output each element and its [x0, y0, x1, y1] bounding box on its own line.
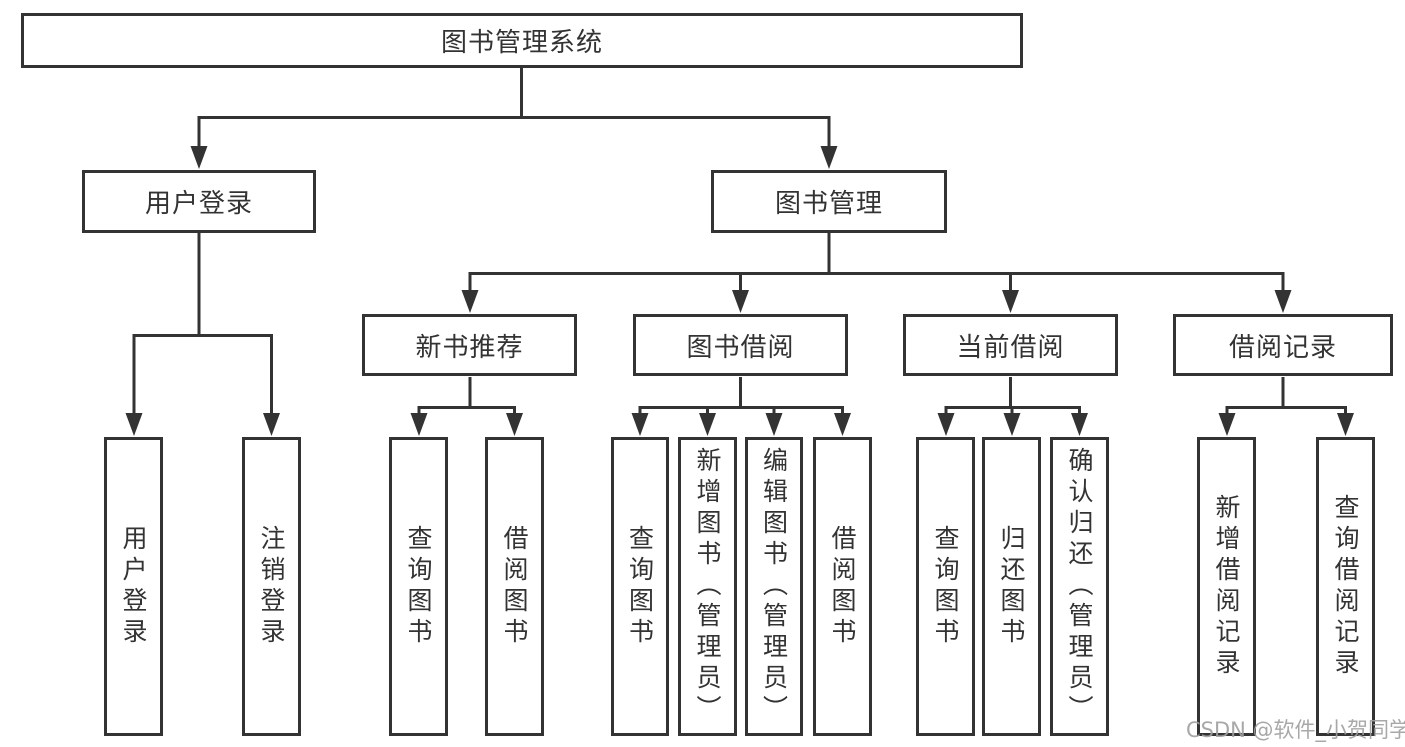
leaf-query-book-1: 查询图书	[389, 437, 448, 736]
arrowhead	[1003, 413, 1021, 436]
leaf-confirm-return-admin-label: 确认归还（管理员）	[1065, 447, 1094, 726]
arrowhead	[834, 413, 851, 436]
arrowhead	[631, 413, 649, 436]
arrowhead	[699, 413, 716, 436]
arrowhead	[410, 413, 428, 436]
arrowhead	[1337, 413, 1354, 436]
node-borrow-records: 借阅记录	[1173, 314, 1393, 376]
leaf-borrow-book-2: 借阅图书	[813, 437, 872, 736]
node-new-book-recommend-label: 新书推荐	[415, 332, 524, 363]
node-current-borrow-label: 当前借阅	[956, 332, 1065, 363]
wire-root-stems	[197, 116, 831, 150]
arrowheads	[125, 146, 1354, 436]
arrowhead	[765, 413, 783, 436]
node-new-book-recommend: 新书推荐	[362, 314, 577, 376]
wire-group2	[638, 377, 844, 417]
arrowhead	[732, 290, 749, 313]
node-book-borrow: 图书借阅	[633, 314, 848, 376]
arrowhead	[125, 413, 143, 436]
node-borrow-records-label: 借阅记录	[1228, 332, 1337, 363]
wire-mgmt-stems	[468, 272, 1285, 295]
arrowhead	[190, 146, 208, 169]
arrowhead	[1071, 413, 1088, 436]
leaf-user-login: 用户登录	[104, 437, 163, 736]
node-book-management: 图书管理	[711, 170, 947, 233]
arrowhead	[1002, 290, 1019, 313]
leaf-return-book: 归还图书	[982, 437, 1041, 736]
wire-group3	[944, 377, 1081, 417]
node-current-borrow: 当前借阅	[903, 314, 1118, 376]
leaf-query-book-3: 查询图书	[916, 437, 975, 736]
node-book-management-label: 图书管理	[774, 189, 883, 219]
leaf-query-book-1-label: 查询图书	[404, 524, 433, 649]
connector-paths	[132, 68, 1347, 417]
leaf-return-book-label: 归还图书	[997, 524, 1026, 649]
leaf-edit-book-admin-label: 编辑图书（管理员）	[759, 447, 789, 726]
leaf-borrow-book-2-label: 借阅图书	[828, 524, 857, 649]
leaf-query-book-2-label: 查询图书	[625, 524, 655, 649]
leaf-add-book-admin-label: 新增图书（管理员）	[693, 447, 722, 726]
csdn-watermark: CSDN @软件_小贺同学	[1186, 718, 1405, 742]
arrowhead	[937, 413, 955, 436]
leaf-query-borrow-record: 查询借阅记录	[1316, 437, 1375, 736]
leaf-logout: 注销登录	[242, 437, 301, 736]
leaf-query-borrow-record-label: 查询借阅记录	[1331, 493, 1360, 680]
wire-group4	[1225, 377, 1347, 417]
node-user-login: 用户登录	[82, 170, 316, 233]
leaf-query-book-3-label: 查询图书	[931, 524, 960, 649]
leaf-logout-label: 注销登录	[257, 524, 286, 649]
leaf-add-borrow-record-label: 新增借阅记录	[1212, 493, 1241, 680]
node-user-login-label: 用户登录	[144, 189, 253, 219]
leaf-borrow-book-1-label: 借阅图书	[500, 524, 529, 649]
arrowhead	[820, 146, 838, 169]
node-book-borrow-label: 图书借阅	[686, 332, 795, 363]
leaf-borrow-book-1: 借阅图书	[485, 437, 544, 736]
arrowhead	[506, 413, 523, 436]
leaf-edit-book-admin: 编辑图书（管理员）	[745, 437, 803, 736]
wire-group1	[417, 377, 516, 417]
arrowhead	[461, 290, 479, 313]
node-root-label: 图书管理系统	[440, 28, 603, 58]
arrowhead	[263, 413, 280, 436]
leaf-query-book-2: 查询图书	[611, 437, 669, 736]
leaf-user-login-label: 用户登录	[119, 524, 148, 649]
leaf-confirm-return-admin: 确认归还（管理员）	[1050, 437, 1109, 736]
leaf-add-book-admin: 新增图书（管理员）	[678, 437, 737, 736]
arrowhead	[1274, 290, 1292, 313]
wire-login-stems	[132, 334, 273, 417]
arrowhead	[1218, 413, 1236, 436]
node-root: 图书管理系统	[21, 13, 1023, 68]
leaf-add-borrow-record: 新增借阅记录	[1197, 437, 1256, 736]
